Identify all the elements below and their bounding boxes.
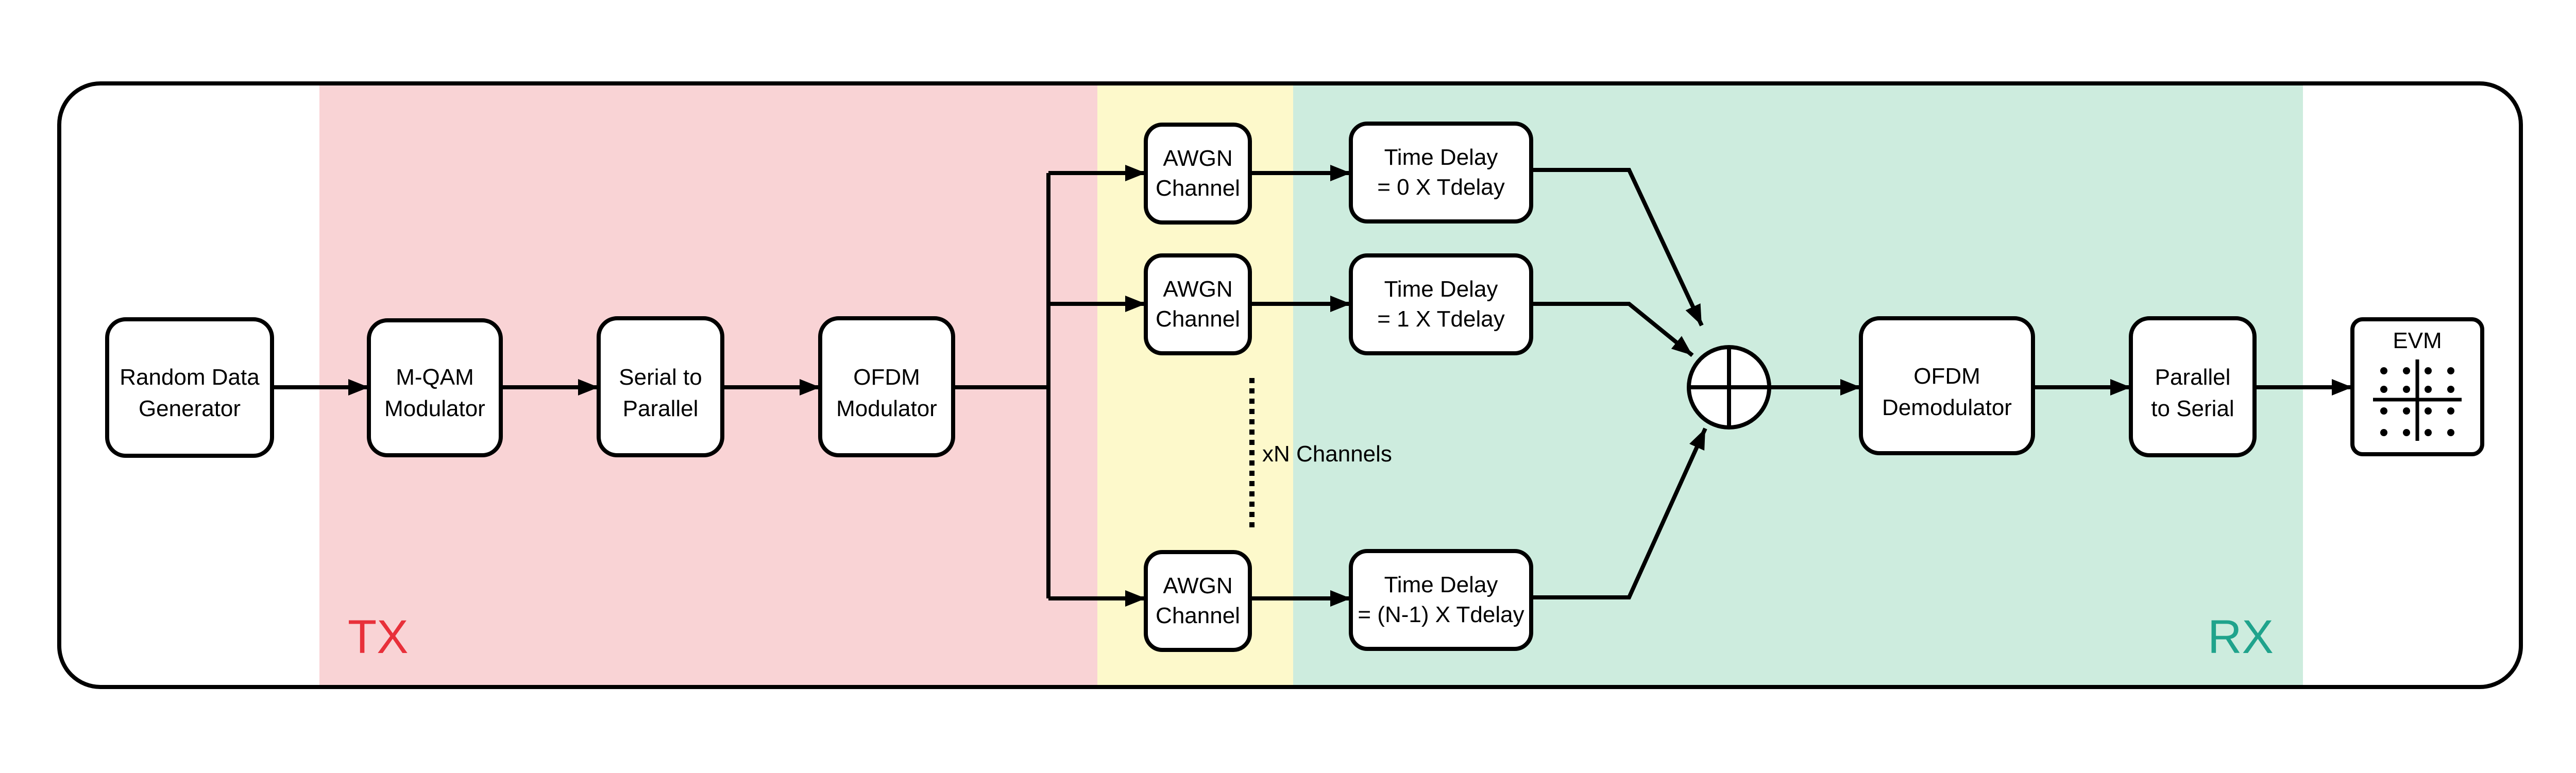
mqam-modulator-label-line-2: Modulator (384, 396, 485, 421)
time-delay-1-label-line-2: = 0 X Tdelay (1377, 175, 1504, 200)
awgn-channel-1-label-line-2: Channel (1156, 176, 1240, 201)
awgn-channel-n-label-line-2: Channel (1156, 603, 1240, 628)
mqam-modulator-label-line-1: M-QAM (396, 365, 474, 390)
awgn-channel-2-block: AWGN Channel (1144, 253, 1252, 355)
time-delay-1-block: Time Delay = 0 X Tdelay (1349, 122, 1533, 224)
parallel-to-serial-label-line-1: Parallel (2155, 365, 2231, 390)
system-frame (57, 81, 2523, 689)
arrow-delay-2-to-adder (1531, 302, 1694, 357)
time-delay-n-label-line-1: Time Delay (1384, 572, 1498, 597)
tx-label: TX (348, 611, 409, 663)
mqam-modulator-block: M-QAM Modulator (367, 318, 503, 457)
ofdm-modulator-label-line-1: OFDM (853, 365, 920, 390)
random-data-generator-label-line-2: Generator (139, 396, 241, 421)
awgn-channel-2-label-line-1: AWGN (1163, 277, 1232, 302)
time-delay-2-label-line-1: Time Delay (1384, 277, 1498, 302)
parallel-to-serial-block: Parallel to Serial (2129, 316, 2257, 457)
time-delay-2-label-line-2: = 1 X Tdelay (1377, 306, 1504, 332)
ofdm-modulator-label-line-2: Modulator (836, 396, 937, 421)
ofdm-demodulator-label-line-2: Demodulator (1882, 395, 2012, 420)
summing-junction-icon (1687, 345, 1771, 430)
awgn-channel-2-label-line-2: Channel (1156, 306, 1240, 332)
blocks: Random Data Generator M-QAM Modulator Se… (105, 122, 2484, 652)
ofdm-demodulator-label-line-1: OFDM (1913, 364, 1980, 389)
awgn-channel-n-label-line-1: AWGN (1163, 573, 1232, 598)
awgn-channel-1-label-line-1: AWGN (1163, 146, 1232, 171)
awgn-channel-n-block: AWGN Channel (1144, 550, 1252, 652)
evm-label: EVM (2393, 328, 2442, 353)
parallel-to-serial-label-line-2: to Serial (2151, 396, 2234, 421)
time-delay-n-block: Time Delay = (N-1) X Tdelay (1349, 549, 1533, 651)
constellation-icon (2373, 359, 2462, 441)
channels-note: xN Channels (1262, 441, 1392, 467)
serial-to-parallel-label-line-2: Parallel (623, 396, 699, 421)
arrow-delay-1-to-adder (1531, 168, 1704, 327)
serial-to-parallel-block: Serial to Parallel (597, 316, 724, 457)
awgn-channel-1-block: AWGN Channel (1144, 123, 1252, 225)
random-data-generator-block: Random Data Generator (105, 317, 274, 458)
connections (272, 165, 2352, 607)
ofdm-demodulator-block: OFDM Demodulator (1859, 316, 2035, 455)
ofdm-modulator-block: OFDM Modulator (818, 316, 955, 457)
rx-label: RX (2208, 611, 2274, 663)
serial-to-parallel-label-line-1: Serial to (619, 365, 702, 390)
time-delay-2-block: Time Delay = 1 X Tdelay (1349, 253, 1533, 355)
time-delay-n-label-line-2: = (N-1) X Tdelay (1358, 602, 1524, 627)
random-data-generator-label-line-1: Random Data (120, 365, 260, 390)
arrow-delay-n-to-adder (1531, 427, 1707, 599)
time-delay-1-label-line-1: Time Delay (1384, 145, 1498, 170)
